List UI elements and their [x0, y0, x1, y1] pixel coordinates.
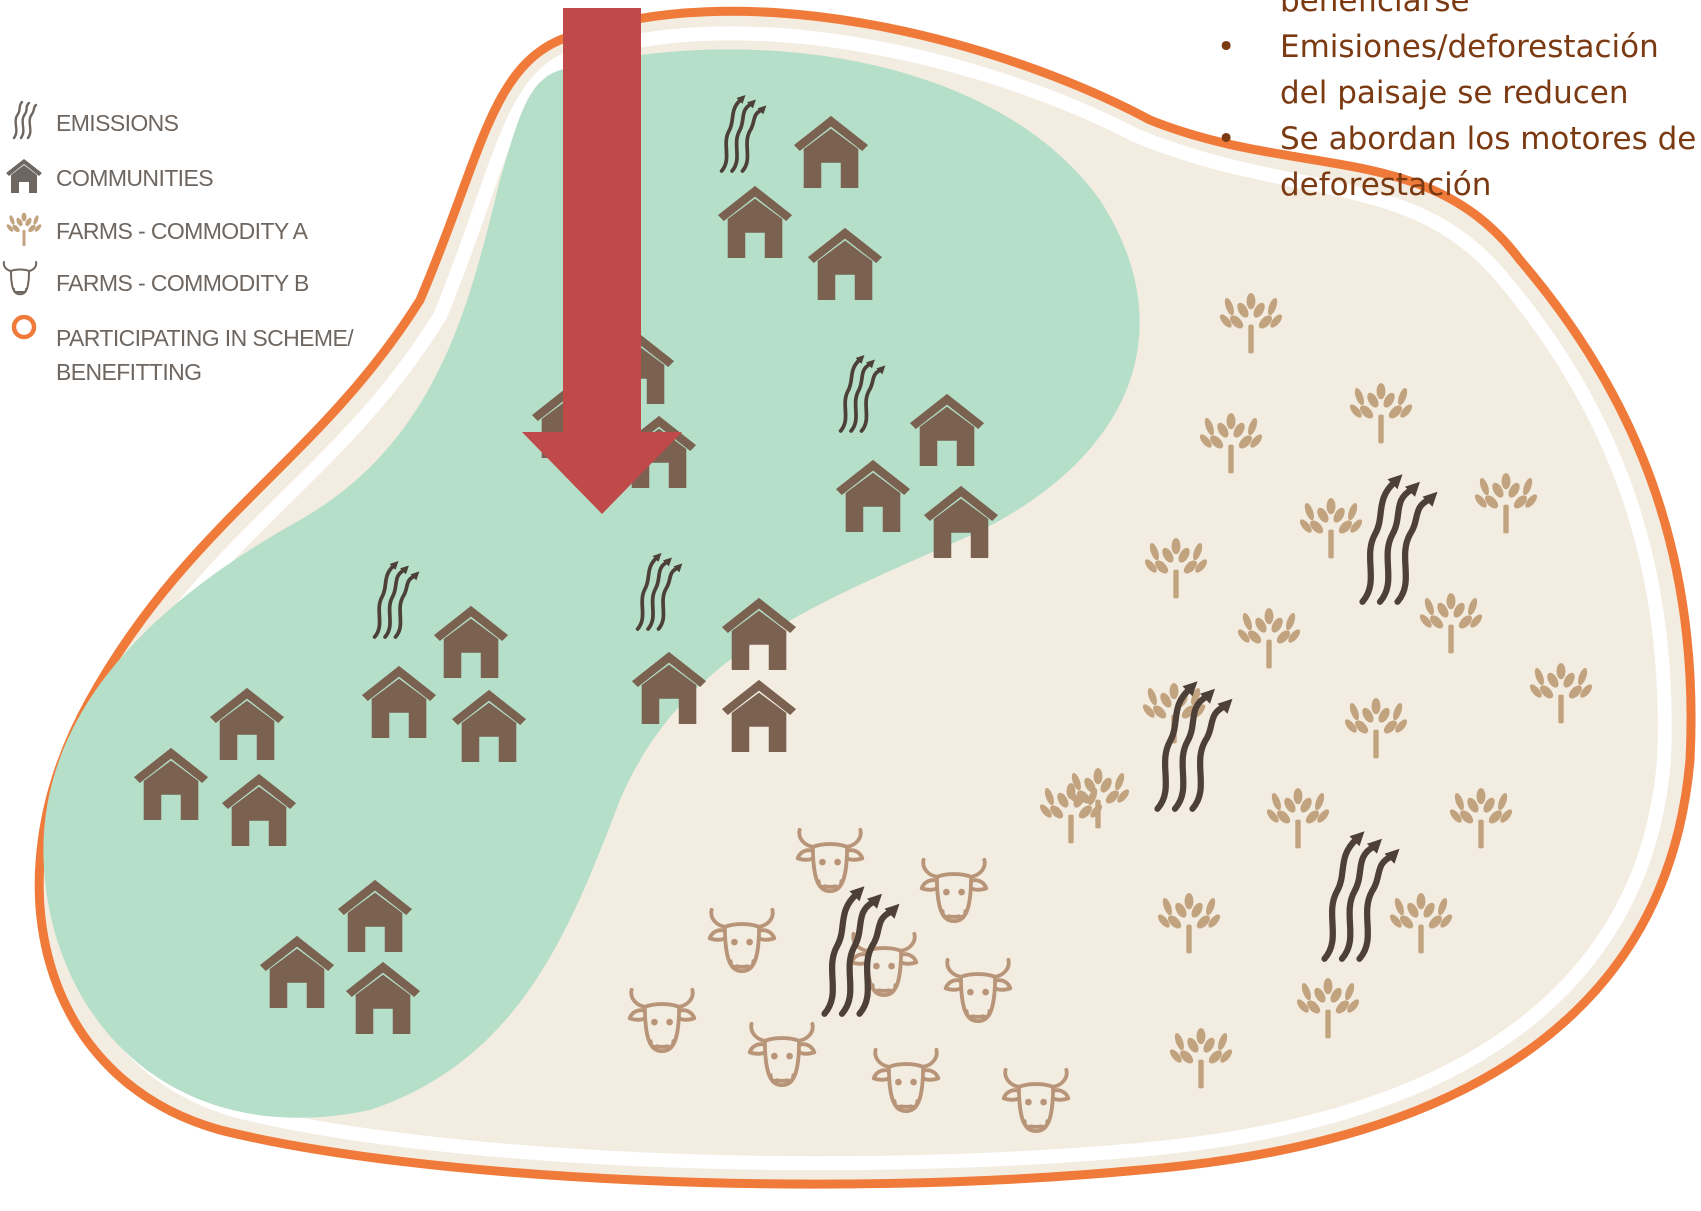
down-arrow-icon — [522, 8, 682, 514]
house-icon — [6, 159, 42, 193]
legend-label: EMISSIONS — [56, 110, 179, 136]
bullet-item: Emisiones/deforestación del paisaje se r… — [1205, 24, 1701, 116]
legend-item-commodity-b: FARMS - COMMODITY B — [0, 260, 420, 300]
bullet-text: Emisiones/deforestación — [1280, 29, 1659, 65]
legend-label: FARMS - COMMODITY B — [56, 270, 309, 296]
bullet-text: Se abordan los motores de — [1280, 121, 1697, 157]
bullet-text: beneficiarse — [1280, 0, 1470, 19]
legend-item-commodity-a: FARMS - COMMODITY A — [0, 208, 420, 248]
bullet-text: deforestación — [1280, 167, 1492, 203]
legend-item-participating: PARTICIPATING IN SCHEME/ BENEFITTING — [0, 315, 420, 387]
bullet-item: Se abordan los motores de deforestación — [1205, 116, 1701, 208]
bullet-text: del paisaje se reducen — [1280, 75, 1629, 111]
legend-label: PARTICIPATING IN SCHEME/ BENEFITTING — [56, 325, 354, 385]
wheat-icon — [5, 212, 43, 246]
bullet-item: beneficiarse — [1205, 0, 1701, 24]
legend-label: FARMS - COMMODITY A — [56, 218, 308, 244]
participating-area — [43, 49, 1140, 1118]
legend-item-communities: COMMUNITIES — [0, 155, 420, 195]
legend-label: COMMUNITIES — [56, 165, 214, 191]
emissions-icon — [12, 100, 38, 140]
outcome-bullet-list: beneficiarse Emisiones/deforestación del… — [1205, 0, 1701, 208]
cow-icon — [2, 261, 38, 296]
orange-ring-icon — [11, 315, 37, 340]
legend-item-emissions: EMISSIONS — [0, 100, 420, 140]
